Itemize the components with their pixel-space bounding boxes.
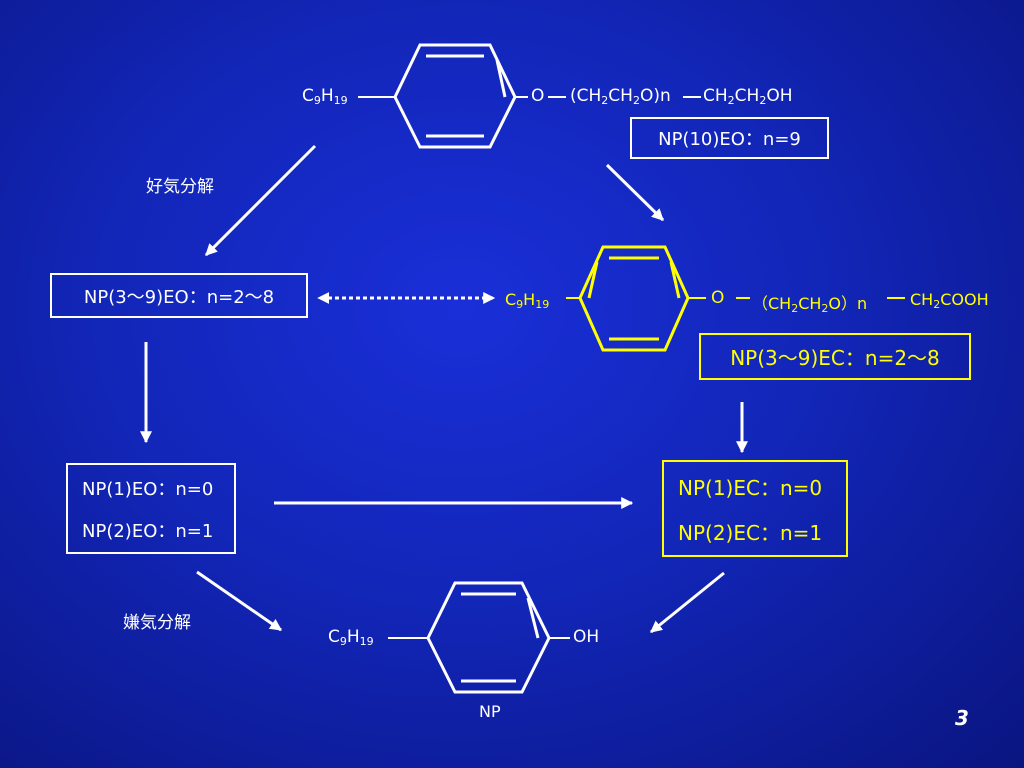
np-label: NP	[479, 702, 501, 721]
page-number: 3	[955, 706, 969, 730]
arrow-aerobic	[204, 144, 317, 257]
npec-o: O	[711, 288, 725, 308]
npec-end: CH2COOH	[910, 290, 989, 311]
np2eo-text: NP(2)EO：n=1	[82, 520, 214, 542]
np1-2ec-box: NP(1)EC：n=0 NP(2)EC：n=1	[662, 460, 848, 557]
np2ec-text: NP(2)EC：n=1	[678, 520, 823, 545]
np3-9eo-box: NP(3～9)EO：n=2～8	[50, 273, 308, 318]
np-alkyl: C9H19	[328, 627, 374, 648]
arrow-anaerobic	[196, 570, 282, 632]
np10eo-box: NP(10)EO：n=9	[630, 117, 829, 159]
arrow-ec-to-np	[650, 571, 725, 634]
np-hydroxyl: OH	[573, 627, 600, 647]
np1ec-text: NP(1)EC：n=0	[678, 475, 823, 500]
benzene-ring-top	[393, 43, 517, 149]
arrow-to-npec	[605, 163, 665, 222]
np10eo-o: O	[531, 86, 545, 106]
aerobic-label: 好気分解	[146, 177, 214, 197]
benzene-ring-bottom	[426, 581, 551, 694]
npec-chain: （CH2CH2O）n	[752, 294, 868, 315]
np10eo-chain: (CH2CH2O)n	[570, 86, 671, 107]
np1-2eo-box: NP(1)EO：n=0 NP(2)EO：n=1	[66, 463, 236, 554]
np1eo-text: NP(1)EO：n=0	[82, 478, 214, 500]
np10eo-alkyl: C9H19	[302, 86, 348, 107]
np3-9ec-box: NP(3～9)EC：n=2～8	[699, 333, 971, 380]
anaerobic-label: 嫌気分解	[123, 613, 191, 633]
benzene-ring-middle	[578, 245, 690, 352]
np10eo-end: CH2CH2OH	[703, 86, 793, 107]
npec-alkyl: C9H19	[505, 290, 550, 311]
